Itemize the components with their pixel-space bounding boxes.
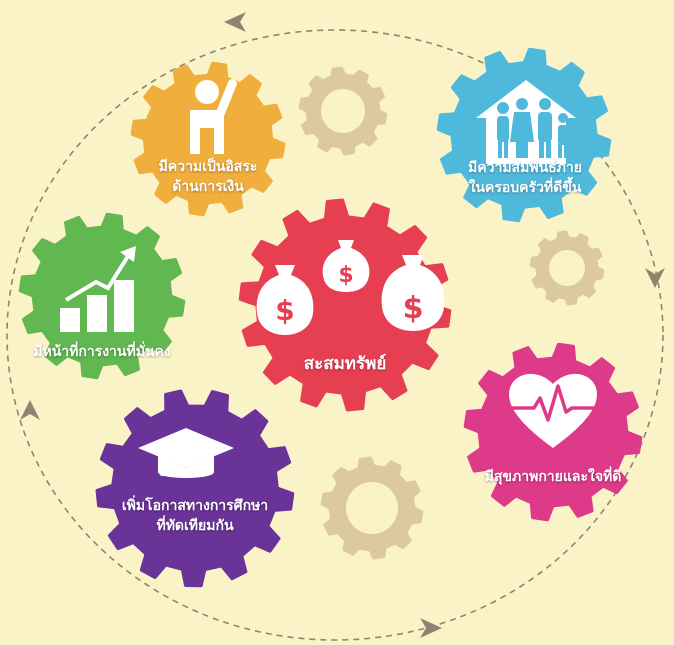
gear-health-label: มีสุขภาพกายและใจที่ดี xyxy=(473,467,633,487)
money-bag-right: $ xyxy=(381,255,445,331)
dollar-sign: $ xyxy=(403,291,424,326)
gear-hole xyxy=(321,89,365,133)
money-bag-middle: $ xyxy=(322,240,370,292)
gear-family-label: มีความสัมพันธ์ภาย ในครอบครัวที่ดีขึ้น xyxy=(445,158,605,198)
family-house-icon xyxy=(476,80,576,164)
gear-shape xyxy=(95,389,295,588)
orbit-arrow-icon xyxy=(420,618,442,638)
gear-health-label-line1: มีสุขภาพกายและใจที่ดี xyxy=(484,469,622,485)
gear-education xyxy=(95,389,295,588)
gear-family-label-line1: มีความสัมพันธ์ภาย xyxy=(468,160,582,176)
money-bag-left: $ xyxy=(256,265,314,335)
gear-center-label-text: สะสมทรัพย์ xyxy=(303,354,387,374)
gear-shape xyxy=(130,61,286,217)
gear-education-label-line1: เพิ่มโอกาสทางการศึกษา xyxy=(121,498,269,514)
gear-hole xyxy=(346,482,398,534)
gear-family-label-line2: ในครอบครัวที่ดีขึ้น xyxy=(468,180,582,196)
money-bags-icon: $ $ $ xyxy=(256,240,445,335)
orbit-arrow-icon xyxy=(20,400,40,420)
dashed-orbit xyxy=(6,29,664,641)
growth-chart-icon xyxy=(60,246,136,332)
gear-education-label-line2: ที่ทัดเทียมกัน xyxy=(156,518,234,534)
orbit-arrow-icon xyxy=(224,12,246,32)
gear-freedom-label: มีความเป็นอิสระ ด้านการเงิน xyxy=(128,157,288,197)
gear-freedom xyxy=(130,61,286,217)
heartbeat-icon xyxy=(509,373,597,448)
gear-hole xyxy=(549,250,585,286)
gear-freedom-label-line1: มีความเป็นอิสระ xyxy=(158,159,258,175)
dollar-sign: $ xyxy=(275,294,294,327)
person-raising-hand-icon xyxy=(190,79,237,154)
gear-education-label: เพิ่มโอกาสทางการศึกษา ที่ทัดเทียมกัน xyxy=(115,496,275,536)
gear-career-label: มีหน้าที่การงานที่มั่นคง xyxy=(22,342,182,362)
gear-center-label: สะสมทรัพย์ xyxy=(265,353,425,375)
orbit-arrow-icon xyxy=(645,268,665,288)
gear-career-label-line1: มีหน้าที่การงานที่มั่นคง xyxy=(33,344,171,360)
graduation-cap-icon xyxy=(138,428,234,478)
gear-freedom-label-line2: ด้านการเงิน xyxy=(172,179,244,195)
dollar-sign: $ xyxy=(338,263,353,288)
